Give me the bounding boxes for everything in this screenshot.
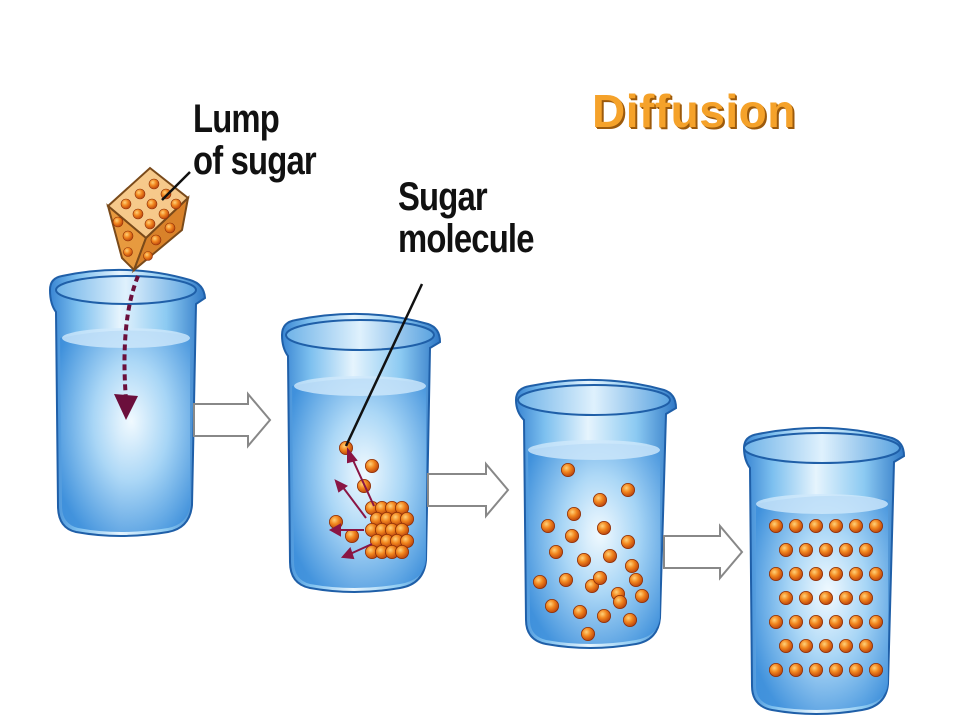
sugar-molecule-icon xyxy=(859,639,874,654)
diagram-title: Diffusion xyxy=(592,85,796,137)
sugar-molecule-icon xyxy=(597,609,612,624)
step-arrow-2-icon xyxy=(427,461,510,519)
sugar-molecule-icon xyxy=(559,573,574,588)
sugar-molecule-icon xyxy=(869,519,884,534)
sugar-molecule-icon xyxy=(799,591,814,606)
sugar-molecule-icon xyxy=(769,519,784,534)
sugar-molecule-icon xyxy=(779,639,794,654)
sugar-molecule-icon xyxy=(809,663,824,678)
molecule-label-line-1: Sugar xyxy=(398,175,488,219)
step-arrow-3-icon xyxy=(663,523,744,581)
sugar-molecule-icon xyxy=(819,639,834,654)
sugar-molecule-icon xyxy=(779,543,794,558)
sugar-molecule-icon xyxy=(819,591,834,606)
sugar-molecule-icon xyxy=(593,492,608,507)
falling-arrowhead-icon xyxy=(114,394,138,420)
sugar-molecule-icon xyxy=(849,567,864,582)
sugar-molecule-icon xyxy=(789,663,804,678)
sugar-molecule-icon xyxy=(549,545,564,560)
sugar-molecule-icon xyxy=(869,567,884,582)
sugar-molecule-icon xyxy=(789,567,804,582)
sugar-molecule-icon xyxy=(364,458,379,473)
sugar-molecule-icon xyxy=(809,615,824,630)
sugar-molecule-icon xyxy=(613,595,628,610)
sugar-molecule-icon xyxy=(635,589,650,604)
sugar-molecule-icon xyxy=(581,627,596,642)
sugar-molecule-icon xyxy=(567,506,582,521)
sugar-molecule-icon xyxy=(625,559,640,574)
sugar-molecule-icon xyxy=(533,575,548,590)
beaker-3-molecules xyxy=(533,462,650,642)
sugar-molecule-icon xyxy=(629,573,644,588)
lump-pointer-line xyxy=(161,171,191,201)
sugar-molecule-icon xyxy=(621,535,636,550)
sugar-molecule-icon xyxy=(789,519,804,534)
sugar-molecule-icon xyxy=(809,519,824,534)
molecule-label-line-2: molecule xyxy=(398,217,534,261)
sugar-molecule-icon xyxy=(869,663,884,678)
sugar-molecule-icon xyxy=(819,543,834,558)
sugar-cube-icon xyxy=(106,166,190,274)
beaker-2-icon xyxy=(280,312,442,593)
sugar-molecule-icon xyxy=(839,639,854,654)
sugar-molecule-icon xyxy=(799,543,814,558)
sugar-molecule-icon xyxy=(869,615,884,630)
sugar-molecule-icon xyxy=(621,482,636,497)
sugar-molecule-icon xyxy=(573,605,588,620)
molecule-pointer-line xyxy=(344,283,424,447)
sugar-molecule-icon xyxy=(829,519,844,534)
sugar-molecule-label: Sugar molecule xyxy=(398,176,534,260)
sugar-molecule-icon xyxy=(577,553,592,568)
sugar-molecule-icon xyxy=(593,571,608,586)
lump-label-line-2: of sugar xyxy=(193,139,317,183)
sugar-molecule-icon xyxy=(829,615,844,630)
step-arrow-1-icon xyxy=(193,391,272,449)
sugar-molecule-icon xyxy=(394,545,409,560)
sugar-molecule-icon xyxy=(799,639,814,654)
sugar-molecule-icon xyxy=(769,567,784,582)
sugar-molecule-icon xyxy=(603,549,618,564)
sugar-molecule-icon xyxy=(849,519,864,534)
molecule-motion-arrows xyxy=(328,447,375,560)
sugar-molecule-icon xyxy=(769,615,784,630)
sugar-molecule-icon xyxy=(849,615,864,630)
lump-of-sugar-label: Lump of sugar xyxy=(193,97,317,183)
sugar-molecule-icon xyxy=(849,663,864,678)
falling-path-icon xyxy=(122,275,140,401)
sugar-molecule-icon xyxy=(597,521,612,536)
beaker-4-molecules xyxy=(769,519,884,678)
sugar-molecule-icon xyxy=(829,567,844,582)
sugar-molecule-icon xyxy=(829,663,844,678)
sugar-molecule-icon xyxy=(541,519,556,534)
beaker-2-molecules xyxy=(328,440,414,560)
sugar-molecule-icon xyxy=(769,663,784,678)
sugar-molecule-icon xyxy=(809,567,824,582)
sugar-molecule-icon xyxy=(561,462,576,477)
sugar-molecule-icon xyxy=(859,591,874,606)
sugar-molecule-icon xyxy=(859,543,874,558)
sugar-molecule-icon xyxy=(839,591,854,606)
sugar-molecule-icon xyxy=(623,613,638,628)
sugar-molecule-icon xyxy=(789,615,804,630)
sugar-molecule-icon xyxy=(344,529,359,544)
sugar-molecule-icon xyxy=(779,591,794,606)
lump-label-line-1: Lump xyxy=(193,97,280,141)
sugar-molecule-icon xyxy=(565,529,580,544)
beaker-3-icon xyxy=(514,378,678,649)
sugar-molecule-icon xyxy=(839,543,854,558)
sugar-molecule-icon xyxy=(545,599,560,614)
